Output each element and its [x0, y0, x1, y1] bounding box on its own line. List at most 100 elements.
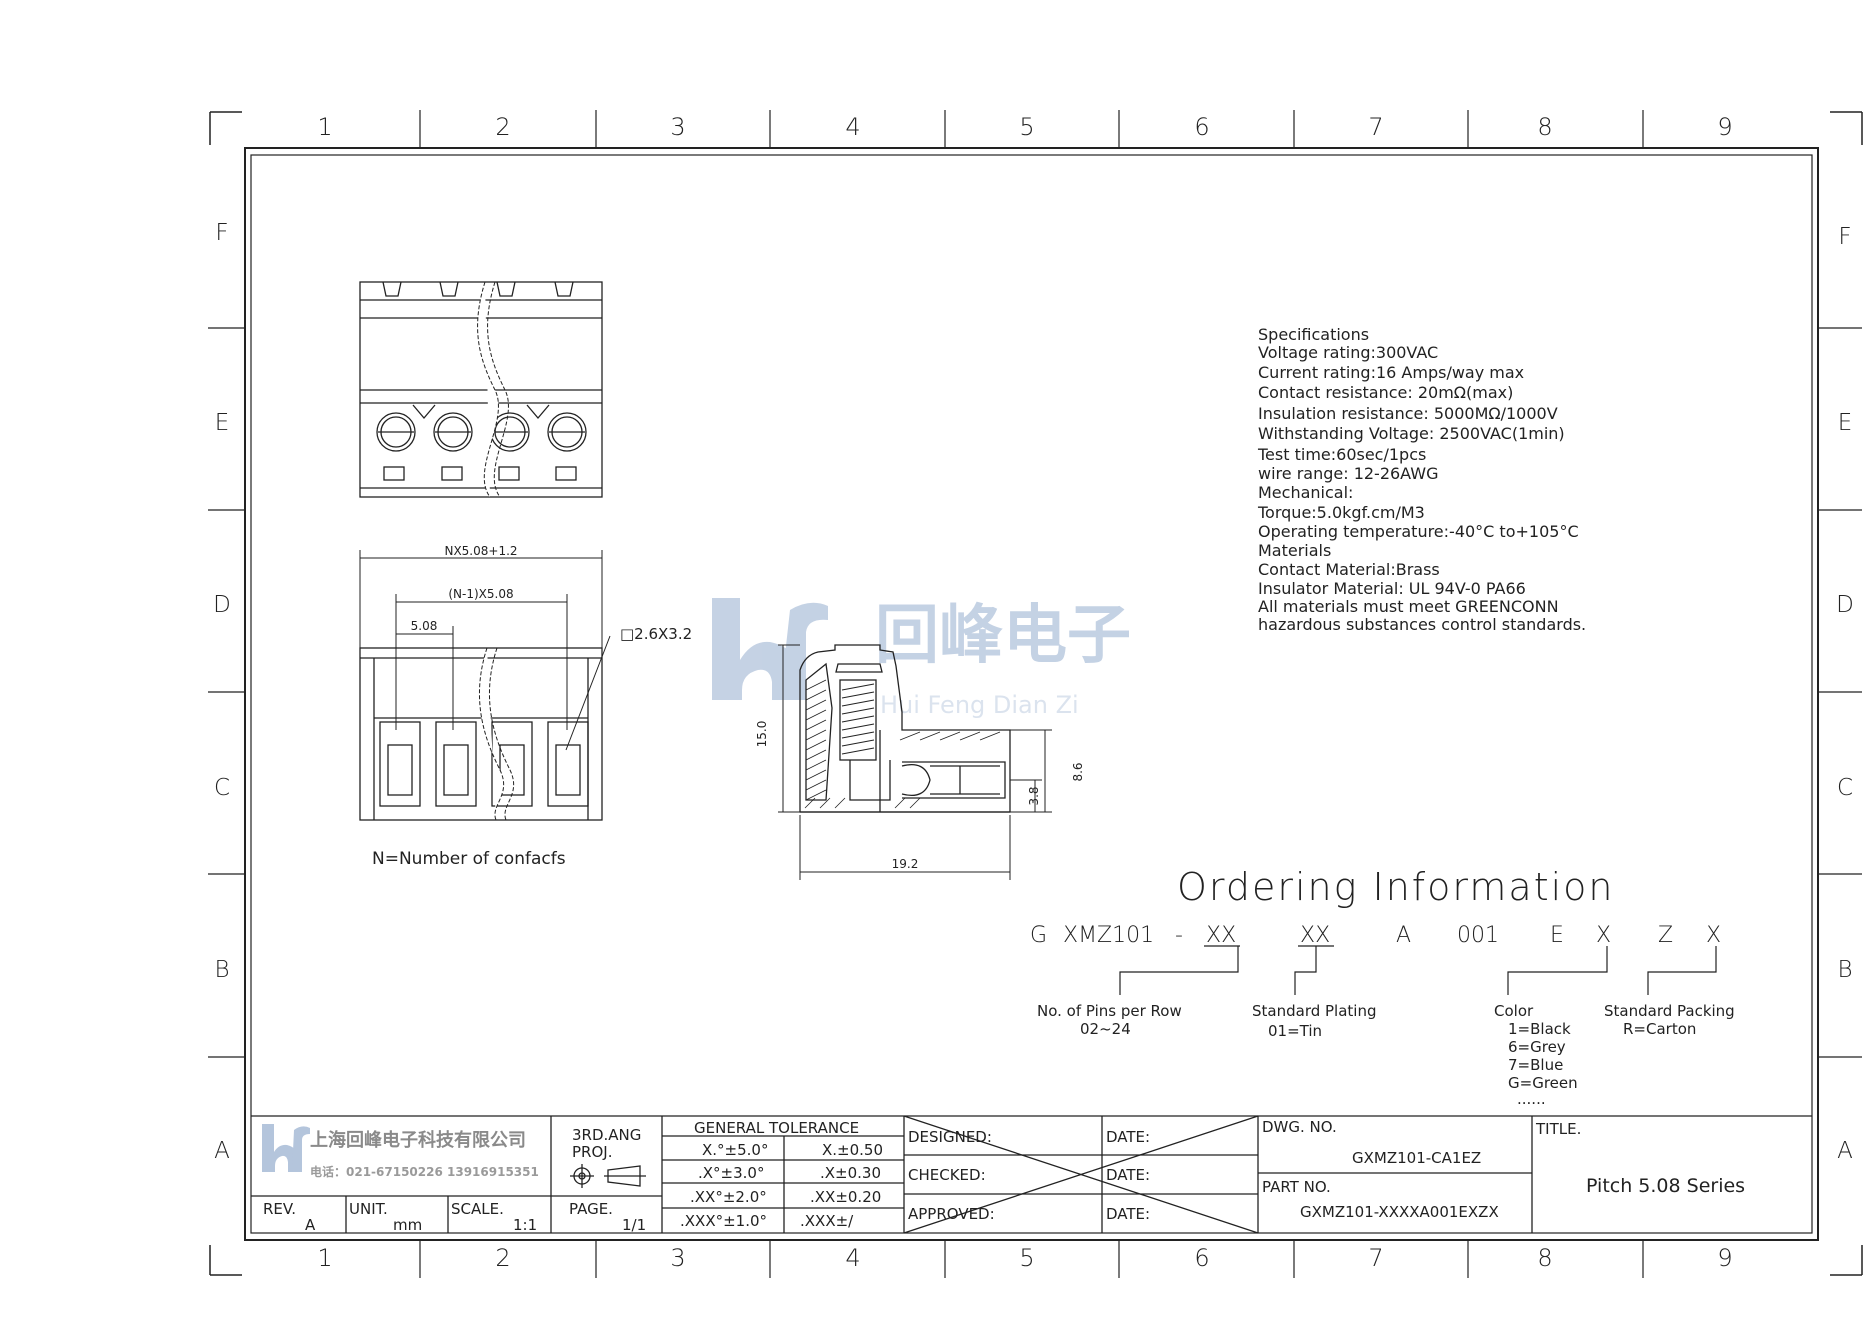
spec-line: Test time:60sec/1pcs — [1257, 445, 1426, 464]
break-line — [488, 647, 515, 821]
front-view-drawing — [359, 647, 603, 821]
unit-value: mm — [393, 1216, 422, 1234]
dim-pitch-span: (N-1)X5.08 — [448, 587, 513, 601]
code-part: E — [1550, 923, 1564, 948]
note-contacts: N=Number of confacfs — [372, 849, 566, 869]
row-label: C — [214, 775, 230, 801]
spec-line: Insulation resistance: 5000MΩ/1000V — [1258, 404, 1558, 423]
col-label: 4 — [845, 1244, 860, 1272]
company-logo — [262, 1124, 310, 1172]
watermark-pinyin: Hui Feng Dian Zi — [880, 691, 1079, 719]
spec-line: Insulator Material: UL 94V-0 PA66 — [1258, 579, 1526, 598]
screw-thread — [841, 683, 875, 755]
scale-label: SCALE. — [451, 1200, 504, 1218]
side-dimension-lines — [778, 644, 1052, 880]
color-label: Color — [1494, 1002, 1534, 1020]
spec-line: wire range: 12-26AWG — [1258, 464, 1438, 483]
spec-line: Contact resistance: 20mΩ(max) — [1258, 383, 1513, 402]
code-part: - — [1175, 923, 1183, 948]
tol-linear: X.±0.50 — [822, 1141, 883, 1159]
row-label: E — [1838, 410, 1853, 436]
pins-label: No. of Pins per Row — [1037, 1002, 1182, 1020]
ordering-code: G XMZ101 - XX XX A 001 E X Z X — [1030, 923, 1721, 948]
color-option: 1=Black — [1508, 1020, 1571, 1038]
col-label: 7 — [1368, 113, 1383, 141]
col-label: 9 — [1717, 113, 1732, 141]
row-labels-left: F E D C B A — [213, 220, 231, 1164]
break-line — [477, 281, 499, 498]
rev-value: A — [305, 1216, 316, 1234]
spec-line: Torque:5.0kgf.cm/M3 — [1257, 503, 1425, 522]
col-label: 8 — [1537, 1244, 1552, 1272]
dwg-no-label: DWG. NO. — [1262, 1118, 1337, 1136]
part-no-label: PART NO. — [1262, 1178, 1331, 1196]
outer-border — [244, 147, 1819, 1241]
row-label: A — [214, 1138, 230, 1164]
dim-pin-size: □2.6X3.2 — [620, 625, 692, 643]
col-label: 6 — [1194, 1244, 1209, 1272]
plating-label: Standard Plating — [1252, 1002, 1377, 1020]
row-label: E — [215, 410, 230, 436]
unit-label: UNIT. — [349, 1200, 388, 1218]
company-phone: 电话：021-67150226 13916915351 — [310, 1164, 539, 1179]
tol-linear: .X±0.30 — [820, 1164, 881, 1182]
spec-line: Materials — [1258, 541, 1331, 560]
spec-line: Current rating:16 Amps/way max — [1258, 363, 1524, 382]
row-label: F — [215, 220, 228, 246]
column-labels-bottom: 1 2 3 4 5 6 7 8 9 — [317, 1244, 1732, 1272]
code-part: XMZ101 — [1063, 923, 1154, 948]
col-label: 3 — [670, 113, 685, 141]
row-label: C — [1837, 775, 1853, 801]
page-label: PAGE. — [569, 1200, 613, 1218]
column-ticks — [419, 110, 1644, 1278]
tol-linear: .XXX±/ — [800, 1212, 854, 1230]
code-part: A — [1396, 923, 1411, 948]
drawing-title: Pitch 5.08 Series — [1586, 1175, 1745, 1197]
tol-angle: X.°±5.0° — [702, 1141, 768, 1159]
tol-angle: .XXX°±1.0° — [680, 1212, 767, 1230]
corner-marks — [209, 111, 1863, 1276]
break-line — [478, 647, 505, 821]
col-label: 7 — [1368, 1244, 1383, 1272]
specifications-block: Specifications Voltage rating:300VAC Cur… — [1257, 325, 1586, 634]
col-label: 5 — [1019, 113, 1034, 141]
dim-pin-offset: 3.8 — [1027, 786, 1041, 805]
tolerance-title: GENERAL TOLERANCE — [694, 1119, 859, 1137]
col-label: 6 — [1194, 113, 1209, 141]
dim-overall-width: NX5.08+1.2 — [444, 544, 517, 558]
ordering-title: Ordering Information — [1177, 865, 1614, 909]
company-name: 上海回峰电子科技有限公司 — [310, 1129, 526, 1151]
scale-value: 1:1 — [513, 1216, 537, 1234]
col-label: 3 — [670, 1244, 685, 1272]
pins-range: 02~24 — [1080, 1020, 1131, 1038]
color-option: 7=Blue — [1508, 1056, 1563, 1074]
spec-line: All materials must meet GREENCONN — [1258, 597, 1559, 616]
row-label: B — [214, 957, 229, 983]
row-label: D — [1836, 592, 1854, 618]
dim-pin-height: 8.6 — [1071, 762, 1085, 781]
packing-label: Standard Packing — [1604, 1002, 1735, 1020]
ordering-legend: No. of Pins per Row 02~24 Standard Plati… — [1037, 1002, 1735, 1108]
tol-linear: .XX±0.20 — [810, 1188, 881, 1206]
spec-line: Withstanding Voltage: 2500VAC(1min) — [1258, 424, 1565, 443]
title-label: TITLE. — [1535, 1120, 1581, 1138]
row-ticks — [208, 327, 1862, 1058]
approved-date-label: DATE: — [1106, 1205, 1150, 1223]
row-label: D — [213, 592, 231, 618]
designed-date-label: DATE: — [1106, 1128, 1150, 1146]
spec-line: Voltage rating:300VAC — [1258, 343, 1438, 362]
col-label: 1 — [317, 113, 332, 141]
code-part: X — [1706, 923, 1721, 948]
code-part: G — [1030, 923, 1047, 948]
dim-height: 15.0 — [755, 721, 769, 748]
title-block-grid — [251, 1115, 1812, 1234]
column-labels-top: 1 2 3 4 5 6 7 8 9 — [317, 113, 1732, 141]
plating-value: 01=Tin — [1268, 1022, 1322, 1040]
tol-angle: .X°±3.0° — [698, 1164, 764, 1182]
spec-line: hazardous substances control standards. — [1258, 615, 1586, 634]
col-label: 4 — [845, 113, 860, 141]
rev-label: REV. — [263, 1200, 296, 1218]
row-label: B — [1837, 957, 1852, 983]
watermark: 回峰电子 Hui Feng Dian Zi — [712, 598, 1131, 719]
